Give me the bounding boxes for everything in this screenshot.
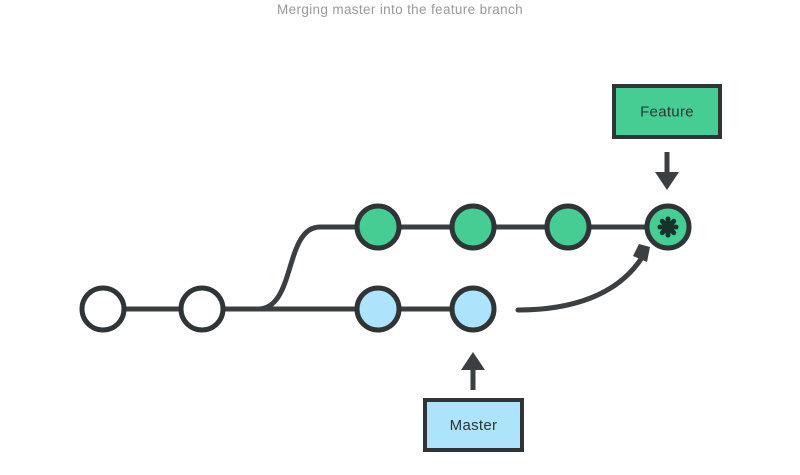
- commit-node-feature-1[interactable]: [354, 203, 402, 251]
- feature-label-arrow-head: [655, 172, 679, 190]
- commit-node-master-tip[interactable]: [449, 285, 497, 333]
- master-label-text: Master: [450, 417, 498, 434]
- feature-label-text: Feature: [640, 103, 694, 120]
- master-label-arrow-head: [461, 352, 485, 370]
- merge-arrow-curve: [515, 253, 646, 313]
- commit-node-base-2[interactable]: [178, 285, 226, 333]
- diagram-title: Merging master into the feature branch: [277, 2, 523, 17]
- commit-node-feature-3[interactable]: [544, 203, 592, 251]
- asterisk-icon: [657, 216, 679, 238]
- commit-node-master-1[interactable]: [354, 285, 402, 333]
- feature-branch-curve: [257, 224, 378, 312]
- master-label-box[interactable]: [423, 398, 524, 452]
- feature-label-box[interactable]: [612, 84, 722, 139]
- commit-node-feature-2[interactable]: [449, 203, 497, 251]
- commit-node-base-1[interactable]: [79, 285, 127, 333]
- merge-arrow-head: [633, 244, 650, 262]
